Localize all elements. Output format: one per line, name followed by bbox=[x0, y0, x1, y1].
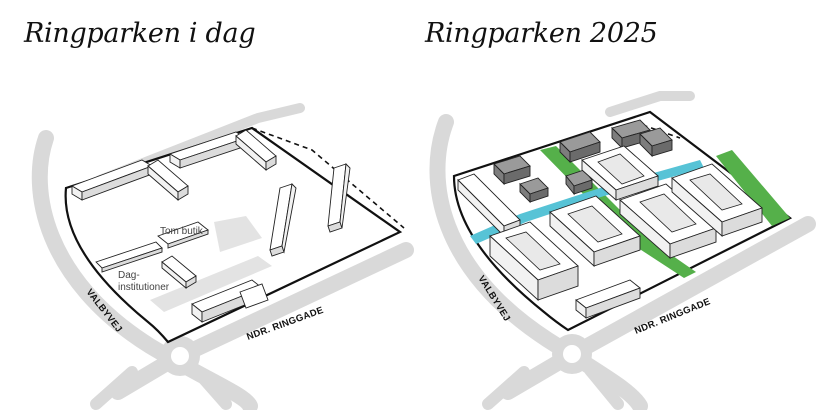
future-boundary-dashed bbox=[251, 127, 405, 229]
daycare-building-1 bbox=[95, 241, 163, 273]
new-courtyard-block-sw bbox=[489, 221, 579, 302]
valbyvej-road bbox=[31, 130, 258, 410]
new-courtyard-block-north bbox=[581, 145, 659, 201]
empty-shop-building bbox=[157, 221, 209, 249]
existing-grey-block-1 bbox=[493, 155, 531, 186]
existing-tall-block-1 bbox=[269, 183, 297, 257]
new-block-ringgade bbox=[575, 279, 641, 319]
label-tom-butik: Tom butik bbox=[160, 226, 204, 237]
diagram-today: Tom butik Dag- institutioner VALBYVEJ ND… bbox=[31, 103, 414, 410]
valbyvej-road-2025 bbox=[429, 114, 648, 410]
label-institutioner: institutioner bbox=[118, 282, 170, 293]
new-courtyard-block-center bbox=[549, 195, 641, 268]
label-dag: Dag- bbox=[118, 270, 140, 281]
diagram-2025: VALBYVEJ NDR. RINGGADE bbox=[429, 91, 816, 410]
new-courtyard-block-ne bbox=[671, 163, 763, 237]
existing-north-block bbox=[235, 129, 277, 171]
existing-grey-block-4 bbox=[639, 127, 673, 158]
title-ringparken-today: Ringparken i dag bbox=[24, 18, 256, 49]
existing-ringgade-block bbox=[191, 279, 269, 323]
roads-2025 bbox=[429, 91, 816, 410]
daycare-building-2 bbox=[161, 255, 197, 289]
existing-grey-block-5 bbox=[519, 177, 549, 204]
title-ringparken-2025: Ringparken 2025 bbox=[425, 18, 658, 49]
existing-grey-block-6 bbox=[565, 169, 593, 196]
existing-cross-block bbox=[147, 159, 189, 201]
new-courtyard-block-east bbox=[619, 183, 717, 259]
existing-tall-block-2 bbox=[327, 163, 351, 233]
existing-grey-block-2 bbox=[559, 131, 601, 164]
existing-long-block-east bbox=[168, 131, 248, 169]
green-corridor-east bbox=[716, 150, 790, 226]
